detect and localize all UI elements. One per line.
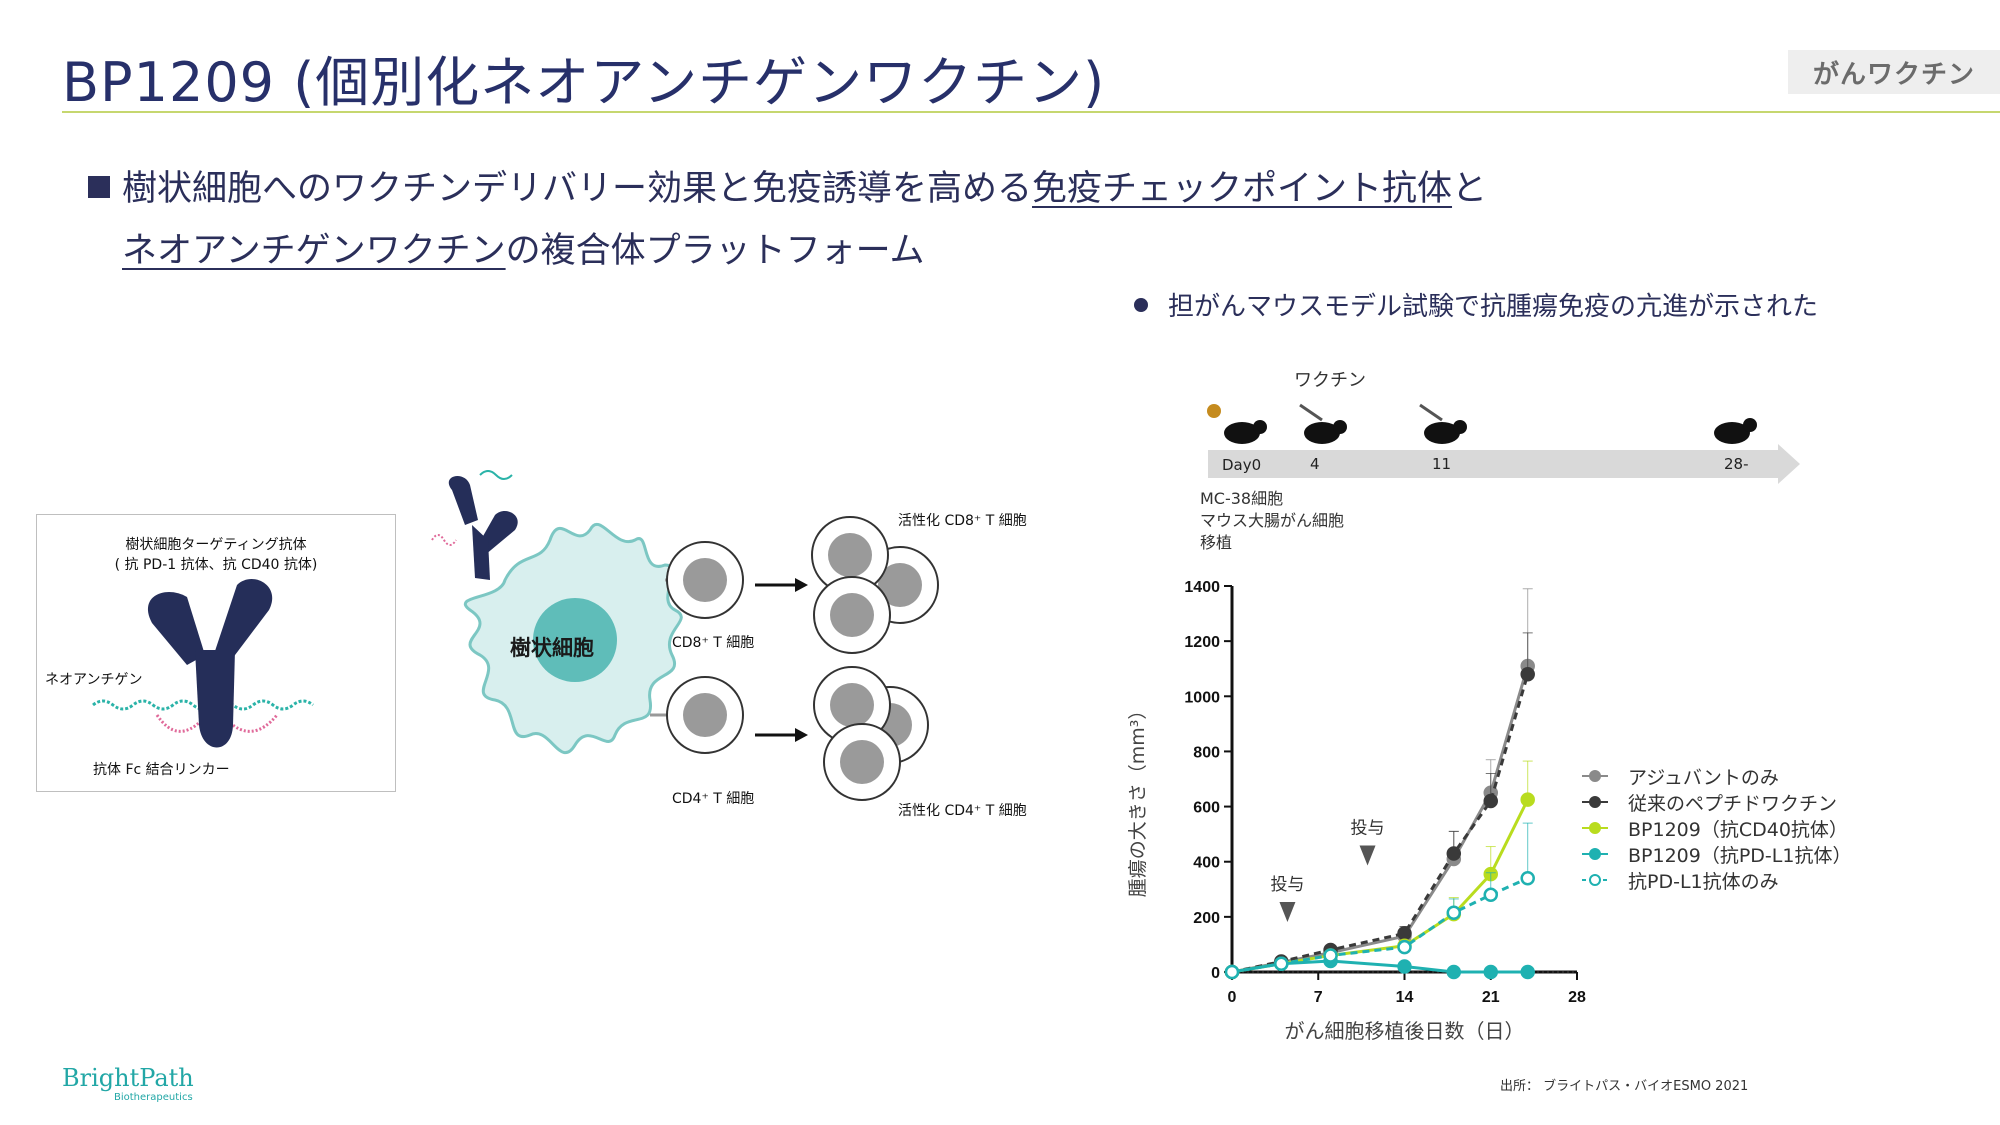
timeline-day0: Day0 [1222, 456, 1262, 474]
dendritic-cell-label: 樹状細胞 [510, 636, 594, 660]
headline-text: の複合体プラットフォーム [505, 231, 925, 271]
legend-item: 抗PD-L1抗体のみ [1580, 867, 1851, 893]
mouse-icon [1207, 404, 1267, 444]
data-point [1483, 964, 1498, 980]
headline-line2: ネオアンチゲンワクチンの複合体プラットフォーム [88, 220, 1487, 282]
headline-line1: 樹状細胞へのワクチンデリバリー効果と免疫誘導を高める免疫チェックポイント抗体と [88, 158, 1487, 220]
activated-cd8-label: 活性化 CD8⁺ T 細胞 [898, 513, 1027, 529]
y-tick-label: 800 [1193, 744, 1220, 761]
title-divider [62, 111, 2000, 113]
y-axis-label: 腫瘍の大きさ（mm³） [1127, 701, 1149, 898]
y-tick-label: 1000 [1184, 689, 1220, 706]
legend-item: BP1209（抗CD40抗体） [1580, 815, 1851, 841]
data-point [1446, 964, 1462, 980]
data-point [1446, 846, 1462, 861]
cd4-cell-label: CD4⁺ T 細胞 [672, 791, 755, 807]
legend-label: 抗PD-L1抗体のみ [1628, 870, 1779, 893]
tumor-growth-chart: 0 200 400 600 800 1000 1200 1400 0 7 14 21 28 がん細胞移植後… [1127, 579, 1586, 1043]
antibody-complex-illustration [92, 579, 314, 748]
x-axis-label: がん細胞移植後日数（日） [1285, 1019, 1525, 1043]
legend-marker-icon [1582, 796, 1608, 808]
category-badge: がんワクチン [1788, 50, 2000, 94]
timeline-day28: 28- [1724, 455, 1749, 473]
legend-item: BP1209（抗PD-L1抗体） [1580, 841, 1851, 867]
x-tick-label: 0 [1228, 989, 1237, 1006]
implant-line1: MC-38細胞 [1200, 489, 1284, 508]
chart-legend: アジュバントのみ従来のペプチドワクチン BP1209（抗CD40抗体） BP1209… [1580, 763, 1851, 893]
y-tick-label: 0 [1211, 965, 1220, 982]
dose-marker-icon [1279, 901, 1296, 922]
headline-text: と [1452, 169, 1488, 209]
y-tick-label: 400 [1193, 855, 1220, 872]
legend-label: 従来のペプチドワクチン [1628, 792, 1838, 815]
logo-subtitle: Biotherapeutics [114, 1092, 193, 1103]
activated-cd4-label: 活性化 CD4⁺ T 細胞 [898, 803, 1027, 819]
data-point [1520, 792, 1535, 807]
data-point [1397, 939, 1412, 955]
experiment-timeline [1207, 403, 1800, 484]
legend-marker-icon [1582, 822, 1608, 834]
mouse-icon [1714, 418, 1757, 444]
data-point [1323, 948, 1338, 963]
x-tick-label: 7 [1314, 989, 1323, 1006]
x-tick-label: 28 [1568, 989, 1586, 1006]
antibody-title-line2: ( 抗 PD-1 抗体、抗 CD40 抗体) [114, 557, 318, 573]
dose-annotation-label: 投与 [1270, 875, 1304, 895]
data-point [1483, 793, 1498, 809]
y-tick-label: 1400 [1184, 579, 1220, 596]
mouse-icon [1419, 403, 1467, 444]
data-point [1224, 964, 1240, 980]
legend-marker-icon [1582, 874, 1608, 886]
implant-note: MC-38細胞 マウス大腸がん細胞 移植 [1200, 488, 1344, 554]
cd8-cell-label: CD8⁺ T 細胞 [672, 635, 755, 651]
antibody-panel-title: 樹状細胞ターゲティング抗体 ( 抗 PD-1 抗体、抗 CD40 抗体) [37, 535, 395, 575]
legend-item: 従来のペプチドワクチン [1580, 789, 1851, 815]
implant-line3: 移植 [1200, 533, 1233, 552]
data-point [1520, 964, 1535, 980]
y-tick-label: 600 [1193, 800, 1220, 817]
result-bullet: 担がんマウスモデル試験で抗腫瘍免疫の亢進が示された [1134, 286, 1818, 323]
legend-marker-icon [1582, 770, 1608, 782]
antibody-panel: 樹状細胞ターゲティング抗体 ( 抗 PD-1 抗体、抗 CD40 抗体) ネオア… [36, 514, 396, 792]
legend-item: アジュバントのみ [1580, 763, 1851, 789]
neoantigen-label: ネオアンチゲン [45, 672, 143, 688]
timeline-day4: 4 [1310, 455, 1320, 473]
legend-label: アジュバントのみ [1628, 766, 1779, 789]
y-tick-label: 200 [1193, 910, 1220, 927]
page-title: BP1209 (個別化ネオアンチゲンワクチン) [62, 51, 1106, 114]
mouse-icon [1299, 403, 1347, 444]
data-point [1520, 871, 1535, 886]
headline-emphasis-vaccine: ネオアンチゲンワクチン [122, 231, 506, 271]
data-point [1397, 959, 1412, 974]
data-point [1483, 887, 1498, 903]
headline-text: 樹状細胞へのワクチンデリバリー効果と免疫誘導を高める [122, 169, 1033, 209]
headline-emphasis-checkpoint: 免疫チェックポイント抗体 [1032, 169, 1453, 209]
x-tick-label: 21 [1482, 989, 1500, 1006]
data-point [1520, 666, 1535, 682]
legend-marker-icon [1582, 848, 1608, 860]
data-point [1274, 956, 1289, 971]
legend-label: BP1209（抗CD40抗体） [1628, 818, 1848, 841]
y-tick-label: 1200 [1184, 634, 1220, 651]
timeline-day11: 11 [1432, 455, 1452, 473]
source-note: 出所： ブライトパス・バイオESMO 2021 [1500, 1079, 1749, 1094]
linker-label: 抗体 Fc 結合リンカー [93, 762, 230, 778]
x-tick-label: 14 [1396, 989, 1414, 1006]
legend-label: BP1209（抗PD-L1抗体） [1628, 844, 1852, 867]
square-bullet-icon [88, 176, 110, 198]
dendritic-cell-diagram [431, 470, 939, 801]
bullet-dot-icon [1134, 298, 1148, 312]
antibody-title-line1: 樹状細胞ターゲティング抗体 [125, 537, 307, 553]
data-point [1397, 926, 1412, 941]
bullet-text: 担がんマウスモデル試験で抗腫瘍免疫の亢進が示された [1168, 292, 1819, 322]
dose-marker-icon [1359, 845, 1376, 866]
brightpath-logo: BrightPath Biotherapeutics [62, 1064, 194, 1103]
logo-name: BrightPath [62, 1064, 194, 1092]
headline: 樹状細胞へのワクチンデリバリー効果と免疫誘導を高める免疫チェックポイント抗体と … [88, 158, 1487, 282]
data-point [1446, 905, 1462, 920]
dose-annotation-label: 投与 [1351, 818, 1385, 838]
implant-line2: マウス大腸がん細胞 [1200, 511, 1345, 530]
vaccine-label: ワクチン [1294, 370, 1366, 391]
